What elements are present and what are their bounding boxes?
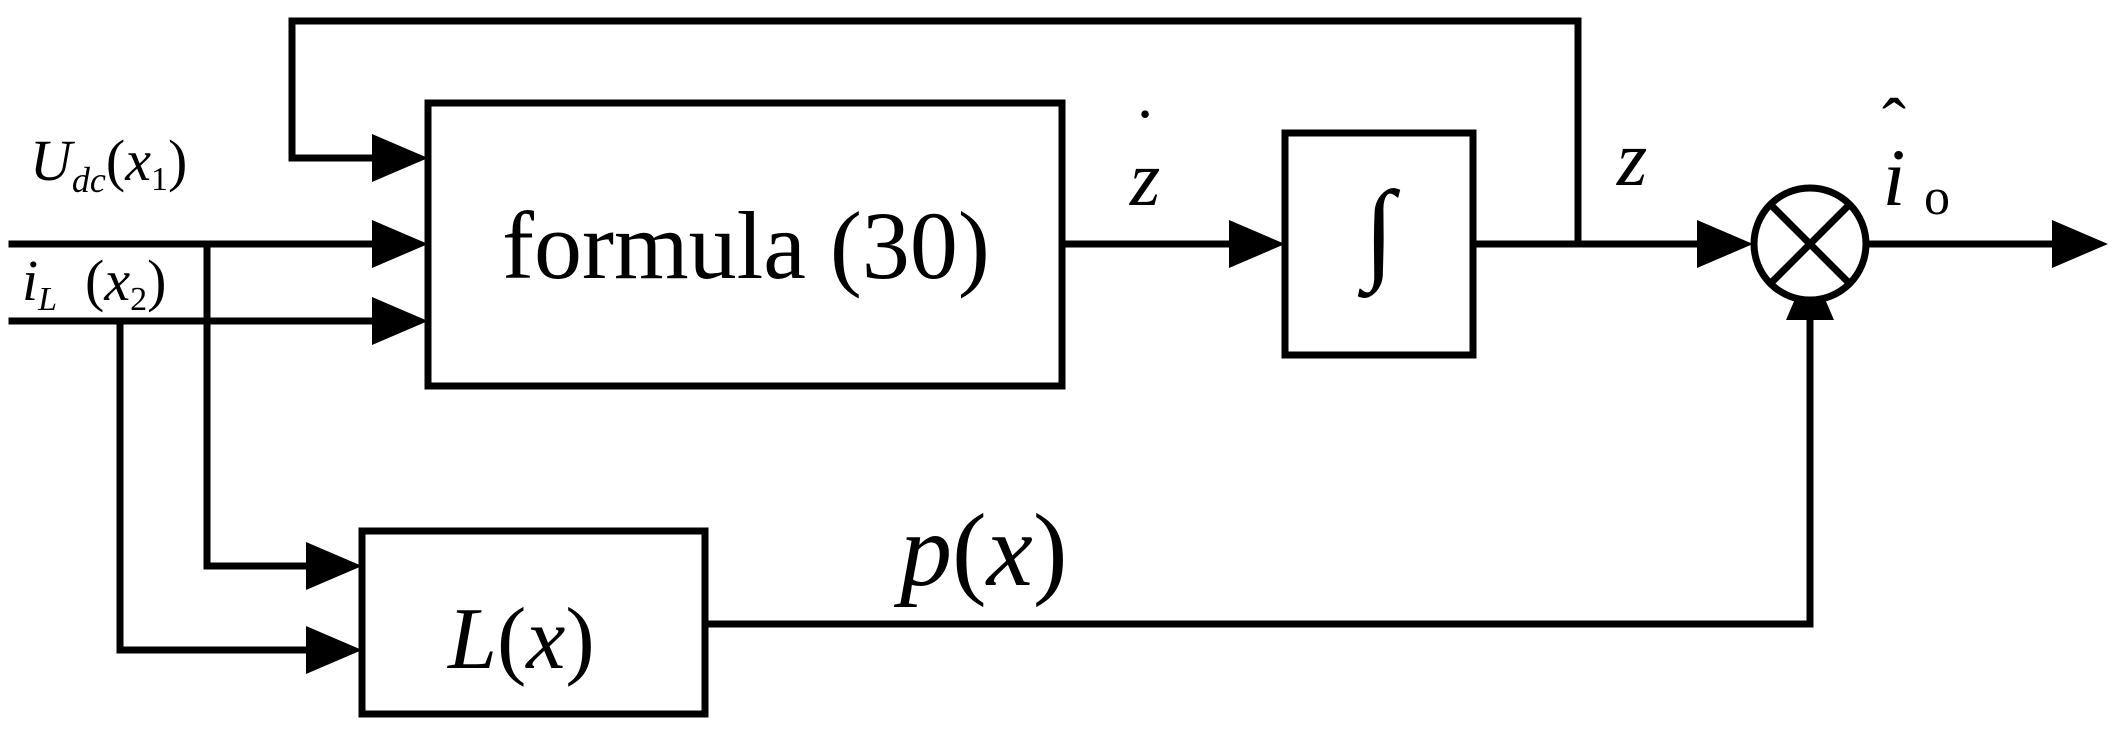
multiplier-junction [1750,184,1870,304]
l-block-label: L(x) [446,591,595,688]
px-label: p(x) [893,493,1067,608]
arrowhead-formula-udc [372,220,428,268]
arrowhead-formula-il [372,297,428,345]
il-label: iL(x2) [22,248,166,318]
io-hat-label: ˆ i o [1882,84,1950,226]
integral-symbol: ∫ [1358,169,1401,299]
branch-wire-udc-to-l [203,240,310,570]
branch-wire-il-to-l [116,317,310,654]
arrowhead-l-udc [306,542,362,590]
svg-text:ˆ: ˆ [1882,84,1906,164]
svg-text:o: o [1924,169,1950,226]
z-label: z [1616,115,1647,202]
integrator-block [1281,129,1477,359]
l-block [358,527,709,718]
udc-label: Udc(x1) [30,128,187,200]
formula-block [424,99,1066,390]
arrowhead-formula-feedback [372,134,428,182]
arrowhead-l-il [306,626,362,674]
arrowhead-multiplier-z [1697,220,1753,268]
feedback-wire [288,17,1582,248]
zdot-label: ˙ z [1129,94,1160,222]
svg-text:i: i [1883,132,1906,223]
formula-label: formula (30) [502,192,990,299]
arrowhead-integrator [1229,220,1285,268]
arrowhead-output [2052,220,2108,268]
svg-text:z: z [1129,135,1160,222]
px-wire [701,316,1814,628]
svg-text:˙: ˙ [1133,94,1157,174]
